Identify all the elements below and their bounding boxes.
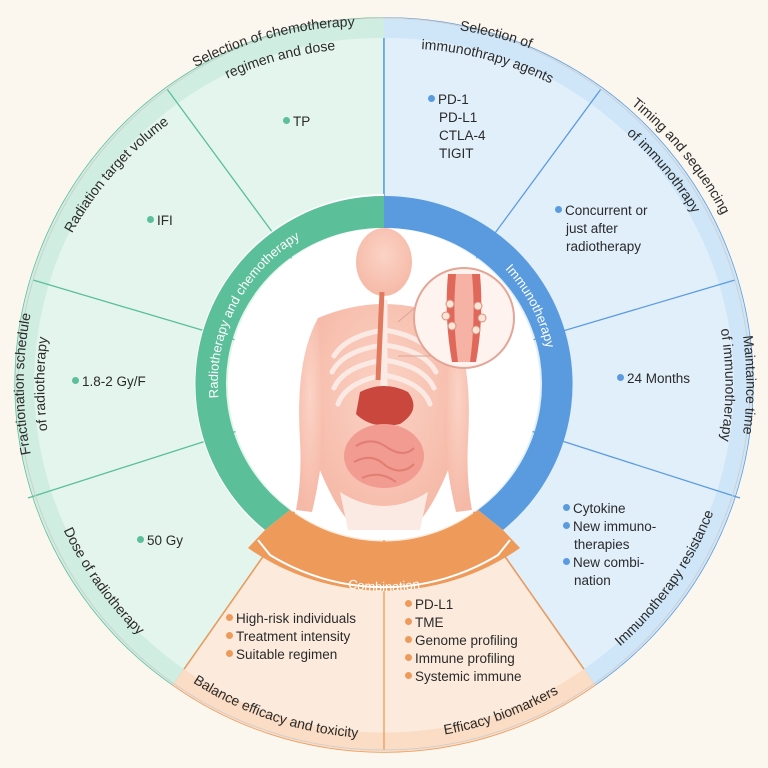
- list-resistance: Cytokine New immuno- therapies New combi…: [563, 500, 656, 590]
- list-timing: Concurrent or just after radiotherapy: [555, 202, 648, 256]
- list-immuno-agents: PD-1 PD-L1 CTLA-4 TIGIT: [428, 91, 486, 163]
- ring-green: [195, 195, 384, 530]
- bullet-icon: [137, 536, 144, 543]
- bullet-icon: [405, 618, 412, 625]
- bullet-icon: [555, 206, 562, 213]
- middle-ring: [194, 194, 573, 591]
- bullet-icon: [563, 558, 570, 565]
- list-item: Immune profiling: [405, 650, 522, 668]
- list-item: Suitable regimen: [226, 646, 356, 664]
- label-fractionation-1: Fractionation schedule: [11, 311, 34, 456]
- bullet-icon: [226, 614, 233, 621]
- bullet-icon: [226, 632, 233, 639]
- list-item: nation: [574, 573, 611, 588]
- bullet-icon: [428, 95, 435, 102]
- list-item: PD-1: [428, 91, 486, 109]
- item-chemo-tp: TP: [283, 113, 310, 131]
- bullet-icon: [563, 522, 570, 529]
- list-item: just after: [566, 221, 618, 236]
- list-item: New immuno-: [563, 518, 656, 536]
- ring-blue: [384, 195, 573, 531]
- list-biomarkers: PD-L1 TME Genome profiling Immune profil…: [405, 596, 522, 686]
- bullet-icon: [563, 504, 570, 511]
- list-item: Treatment intensity: [226, 628, 356, 646]
- label-maintenance-1: Maintaince time: [740, 334, 759, 435]
- orange-label-band: [173, 669, 595, 752]
- label-maintenance-2: of immunotherapy: [718, 327, 739, 443]
- bullet-icon: [283, 117, 290, 124]
- list-item: Genome profiling: [405, 632, 522, 650]
- item-maintenance: 24 Months: [617, 370, 690, 388]
- list-item: Systemic immune: [405, 668, 522, 686]
- list-item: Cytokine: [563, 500, 656, 518]
- list-item: TIGIT: [439, 146, 474, 161]
- bullet-icon: [405, 672, 412, 679]
- item-dose: 50 Gy: [137, 532, 183, 550]
- body-illustration: [228, 228, 540, 540]
- list-item: New combi-: [563, 554, 656, 572]
- ring-label-bottom: Combination: [347, 576, 421, 594]
- list-item: Concurrent or: [555, 202, 648, 220]
- list-item: PD-L1: [405, 596, 522, 614]
- bullet-icon: [72, 377, 79, 384]
- list-item: High-risk individuals: [226, 610, 356, 628]
- bullet-icon: [617, 374, 624, 381]
- list-item: PD-L1: [439, 110, 478, 125]
- list-item: radiotherapy: [566, 239, 642, 254]
- ring-orange: [265, 510, 503, 573]
- bullet-icon: [405, 636, 412, 643]
- bullet-icon: [147, 216, 154, 223]
- item-fraction: 1.8-2 Gy/F: [72, 373, 146, 391]
- list-item: TME: [405, 614, 522, 632]
- list-item: CTLA-4: [439, 128, 486, 143]
- list-item: therapies: [574, 537, 630, 552]
- item-target-ifi: IFI: [147, 212, 173, 230]
- bullet-icon: [226, 650, 233, 657]
- bullet-icon: [405, 654, 412, 661]
- list-balance: High-risk individuals Treatment intensit…: [226, 610, 356, 664]
- bullet-icon: [405, 600, 412, 607]
